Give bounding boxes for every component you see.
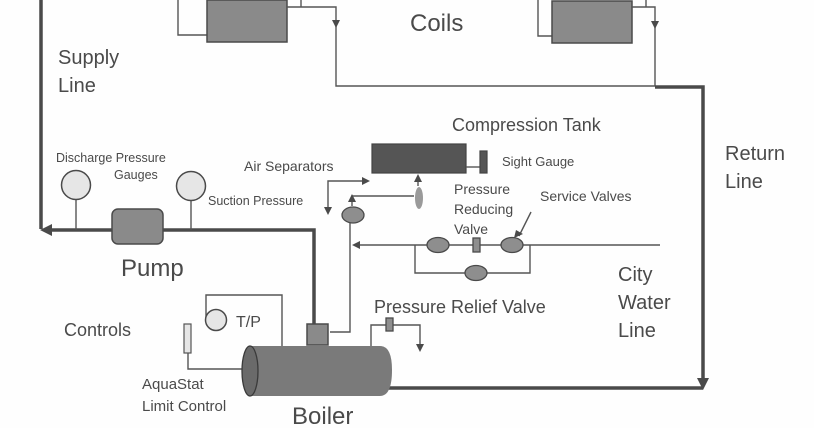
aquastat-sensor bbox=[183, 323, 192, 354]
city-water-arrow-icon bbox=[352, 241, 360, 249]
pressure-relief-valve-label: Pressure Relief Valve bbox=[374, 297, 546, 317]
coil-right-flow-arrow-icon bbox=[651, 21, 659, 29]
tp-line bbox=[205, 294, 283, 346]
service-valve-left bbox=[426, 236, 450, 254]
service-valves-label: Service Valves bbox=[540, 188, 632, 204]
sight-gauge-label: Sight Gauge bbox=[502, 154, 574, 169]
suction-pressure-label: Suction Pressure bbox=[208, 194, 303, 208]
aquastat-label-1: AquaStat bbox=[142, 376, 205, 393]
supply-line-label-2: Line bbox=[58, 75, 96, 97]
service-valve-pointer bbox=[518, 211, 532, 237]
air-separators-label: Air Separators bbox=[244, 158, 333, 174]
boiler-end-cap bbox=[241, 345, 259, 397]
air-separator bbox=[341, 206, 365, 224]
discharge-gauges-label-1: Discharge Pressure bbox=[56, 151, 166, 165]
suction-pressure-gauge bbox=[175, 170, 207, 202]
coil-right-inlet-pipe bbox=[537, 0, 552, 37]
return-line-arrow-icon bbox=[697, 378, 709, 390]
pressure-reducing-valve bbox=[472, 237, 481, 253]
return-line-label-1: Return bbox=[725, 143, 785, 165]
compression-tank bbox=[371, 143, 467, 174]
sight-gauge bbox=[479, 150, 488, 174]
tp-label: T/P bbox=[236, 314, 261, 331]
compression-tank-label: Compression Tank bbox=[452, 115, 602, 135]
air-separator-vertical bbox=[415, 187, 423, 209]
discharge-gauges-label-2: Gauges bbox=[114, 168, 158, 182]
coil-right-unit bbox=[551, 0, 633, 44]
coil-left-inlet-pipe bbox=[177, 0, 207, 36]
return-line-pipe bbox=[655, 85, 705, 382]
coil-right bbox=[537, 0, 659, 86]
pump-flow-arrow-icon bbox=[40, 224, 52, 236]
service-valve-right bbox=[500, 236, 524, 254]
pump bbox=[111, 208, 164, 245]
pressure-relief-valve bbox=[385, 317, 394, 332]
boiler-body bbox=[250, 346, 392, 396]
prv-label-1: Pressure bbox=[454, 181, 510, 197]
boiler-outlet-fitting bbox=[306, 323, 329, 346]
boiler-label: Boiler bbox=[292, 403, 353, 428]
air-sep-arrow-down-icon bbox=[324, 207, 332, 215]
prv-label-3: Valve bbox=[454, 221, 488, 237]
tp-gauge bbox=[204, 308, 228, 332]
discharge-pressure-gauge bbox=[60, 169, 92, 201]
coil-left-return-pipe bbox=[287, 6, 655, 87]
air-sep-vent-pipe bbox=[327, 180, 362, 210]
prv-label-2: Reducing bbox=[454, 201, 513, 217]
service-valve-pointer-icon bbox=[514, 230, 523, 238]
supply-line-label-1: Supply bbox=[58, 47, 119, 69]
aquastat-wire bbox=[187, 353, 244, 370]
city-water-label-1: City bbox=[618, 264, 652, 286]
relief-valve-pipe bbox=[370, 324, 421, 346]
return-line-label-2: Line bbox=[725, 171, 763, 193]
aquastat-label-2: Limit Control bbox=[142, 398, 226, 415]
controls-label: Controls bbox=[64, 320, 131, 340]
bypass-valve bbox=[464, 264, 488, 282]
coil-right-return-pipe bbox=[632, 6, 656, 86]
coil-left-unit bbox=[206, 0, 288, 43]
pump-label: Pump bbox=[121, 255, 184, 282]
air-sep-arrow-right-icon bbox=[362, 177, 370, 185]
coil-left bbox=[177, 0, 655, 87]
city-water-label-2: Water bbox=[618, 292, 671, 314]
relief-valve-arrow-icon bbox=[416, 344, 424, 352]
coil-left-flow-arrow-icon bbox=[332, 20, 340, 28]
separator-arrow-up-icon bbox=[348, 194, 356, 202]
city-water-label-3: Line bbox=[618, 320, 656, 342]
boiler-to-separator-pipe bbox=[330, 223, 351, 333]
coils-label: Coils bbox=[410, 10, 463, 37]
separator-link-pipe bbox=[351, 195, 414, 206]
tank-feed-arrow-icon bbox=[414, 174, 422, 182]
